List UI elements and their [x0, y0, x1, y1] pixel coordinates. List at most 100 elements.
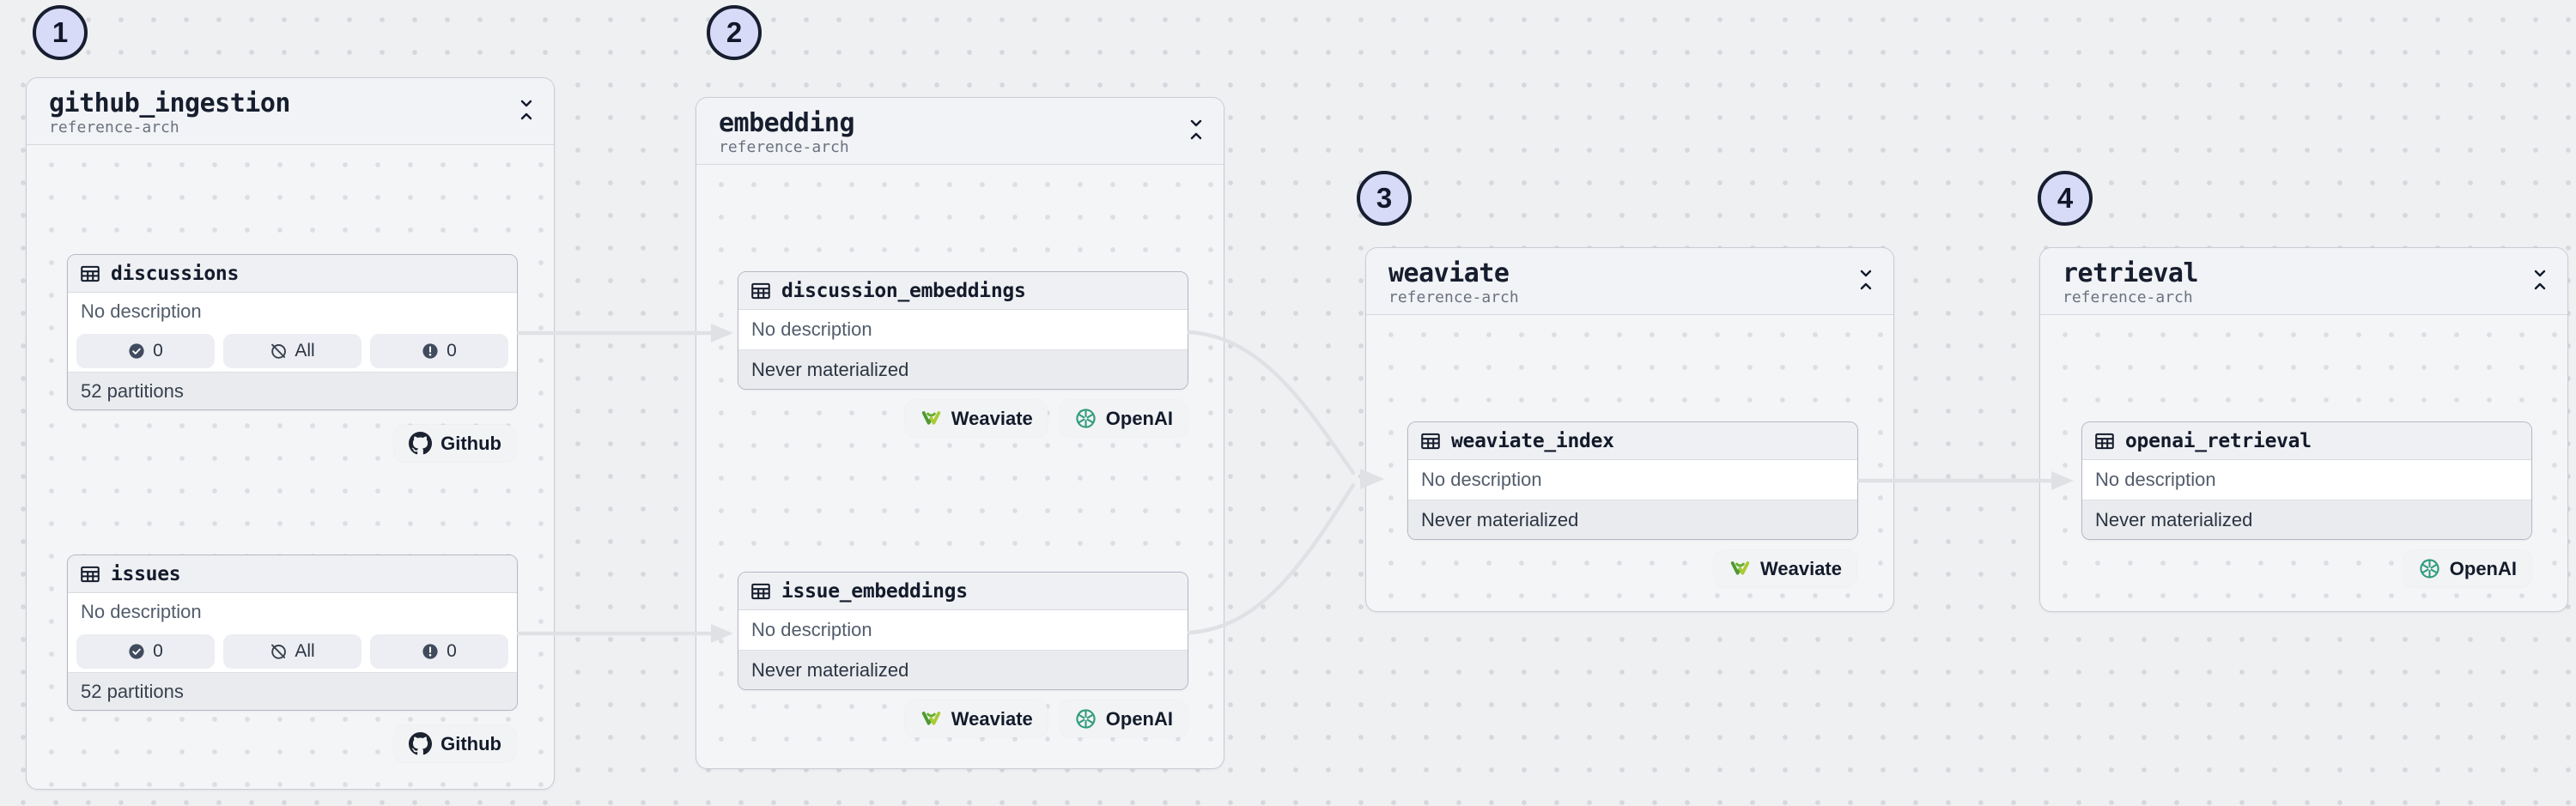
checks-failed-pill[interactable]: 0: [370, 334, 508, 368]
kind-badge-label: Weaviate: [951, 407, 1033, 429]
weaviate-icon: [921, 411, 940, 425]
asset-card-issue-embeddings[interactable]: issue_embeddings No description Never ma…: [738, 572, 1188, 690]
group-title: retrieval: [2063, 258, 2199, 288]
checks-passed-pill[interactable]: 0: [76, 634, 215, 669]
asset-description: No description: [738, 610, 1188, 650]
pill-label: 0: [447, 341, 457, 361]
checks-failed-pill[interactable]: 0: [370, 634, 508, 669]
group-header-embedding[interactable]: embedding reference-arch: [696, 98, 1224, 165]
kind-badge-openai: OpenAI: [1059, 700, 1188, 737]
asset-card-header: openai_retrieval: [2082, 422, 2531, 460]
asset-card-header: discussions: [68, 255, 517, 293]
github-icon: [409, 432, 433, 455]
asset-card-issues[interactable]: issues No description 0 All 0 52 partiti…: [67, 555, 518, 711]
github-icon: [409, 732, 433, 755]
asset-card-weaviate-index[interactable]: weaviate_index No description Never mate…: [1407, 421, 1858, 540]
openai-icon: [1074, 707, 1097, 730]
pill-label: 0: [153, 641, 163, 661]
kind-badge-openai: OpenAI: [2403, 550, 2531, 587]
materialization-status: Never materialized: [1408, 500, 1857, 539]
step-circle-2: 2: [707, 5, 762, 60]
kind-badge-label: Github: [440, 732, 501, 754]
group-title: embedding: [719, 108, 855, 138]
kind-badge-row: Weaviate OpenAI: [904, 400, 1188, 437]
slash-circle-icon: [271, 343, 287, 359]
check-circle-icon: [128, 643, 145, 660]
asset-group-embedding: embedding reference-arch discussion_embe…: [696, 97, 1224, 769]
asset-card-header: weaviate_index: [1408, 422, 1857, 460]
partitions-missing-pill[interactable]: All: [223, 334, 361, 368]
partitions-count: 52 partitions: [68, 372, 517, 409]
asset-description: No description: [738, 310, 1188, 349]
asset-description: No description: [68, 593, 517, 631]
kind-badge-label: OpenAI: [1105, 707, 1173, 730]
table-icon: [81, 566, 100, 582]
partitions-count: 52 partitions: [68, 672, 517, 710]
weaviate-icon: [921, 712, 940, 725]
kind-badge-github: Github: [394, 725, 516, 762]
slash-circle-icon: [271, 644, 287, 659]
asset-group-github-ingestion: github_ingestion reference-arch discussi…: [26, 77, 555, 790]
asset-name: issue_embeddings: [781, 579, 968, 603]
materialization-status: Never materialized: [738, 349, 1188, 389]
collapse-group-icon[interactable]: [2531, 269, 2549, 291]
step-circle-4: 4: [2038, 171, 2093, 226]
kind-badge-row: Weaviate OpenAI: [904, 700, 1188, 737]
kind-badge-openai: OpenAI: [1059, 400, 1188, 437]
kind-badge-label: Weaviate: [951, 707, 1033, 730]
openai-icon: [1074, 407, 1097, 430]
kind-badge-github: Github: [394, 425, 516, 462]
asset-name: discussions: [111, 262, 240, 285]
asset-card-header: issue_embeddings: [738, 573, 1188, 610]
openai-icon: [2418, 557, 2441, 580]
table-icon: [1421, 433, 1440, 449]
group-subtitle: reference-arch: [2063, 288, 2193, 306]
check-circle-icon: [128, 342, 145, 360]
kind-badge-label: Github: [440, 432, 501, 454]
asset-card-header: issues: [68, 555, 517, 593]
asset-card-openai-retrieval[interactable]: openai_retrieval No description Never ma…: [2081, 421, 2532, 540]
partitions-missing-pill[interactable]: All: [223, 634, 361, 669]
kind-badge-label: OpenAI: [2449, 557, 2517, 579]
kind-badge-label: OpenAI: [1105, 407, 1173, 429]
kind-badge-label: Weaviate: [1760, 557, 1842, 579]
asset-description: No description: [1408, 460, 1857, 500]
materialization-status: Never materialized: [2082, 500, 2531, 539]
table-icon: [81, 265, 100, 282]
pill-label: 0: [153, 341, 163, 361]
asset-card-header: discussion_embeddings: [738, 272, 1188, 310]
collapse-group-icon[interactable]: [518, 99, 535, 121]
asset-description: No description: [68, 293, 517, 330]
collapse-group-icon[interactable]: [1188, 118, 1205, 141]
collapse-group-icon[interactable]: [1857, 269, 1874, 291]
asset-group-retrieval: retrieval reference-arch openai_retrieva…: [2039, 247, 2568, 612]
kind-badge-weaviate: Weaviate: [904, 400, 1048, 437]
group-header-weaviate[interactable]: weaviate reference-arch: [1366, 248, 1893, 315]
asset-status-pills: 0 All 0: [68, 631, 517, 672]
pill-label: All: [295, 341, 315, 361]
table-icon: [751, 282, 770, 299]
group-subtitle: reference-arch: [49, 118, 179, 136]
asset-card-discussions[interactable]: discussions No description 0 All 0 52 pa…: [67, 254, 518, 410]
group-header-retrieval[interactable]: retrieval reference-arch: [2040, 248, 2567, 315]
asset-name: discussion_embeddings: [781, 279, 1026, 302]
group-header-github-ingestion[interactable]: github_ingestion reference-arch: [27, 78, 554, 145]
alert-circle-icon: [422, 643, 439, 660]
asset-card-discussion-embeddings[interactable]: discussion_embeddings No description Nev…: [738, 271, 1188, 390]
kind-badge-weaviate: Weaviate: [1714, 550, 1856, 587]
weaviate-icon: [1730, 561, 1750, 575]
group-title: github_ingestion: [49, 88, 290, 118]
group-subtitle: reference-arch: [1388, 288, 1519, 306]
group-subtitle: reference-arch: [719, 138, 849, 156]
materialization-status: Never materialized: [738, 650, 1188, 689]
pill-label: All: [295, 641, 315, 661]
asset-name: openai_retrieval: [2125, 429, 2312, 452]
asset-status-pills: 0 All 0: [68, 330, 517, 372]
step-circle-3: 3: [1357, 171, 1412, 226]
checks-passed-pill[interactable]: 0: [76, 334, 215, 368]
kind-badge-weaviate: Weaviate: [904, 700, 1048, 737]
asset-group-weaviate: weaviate reference-arch weaviate_index N…: [1365, 247, 1894, 612]
table-icon: [2095, 433, 2114, 449]
alert-circle-icon: [422, 342, 439, 360]
